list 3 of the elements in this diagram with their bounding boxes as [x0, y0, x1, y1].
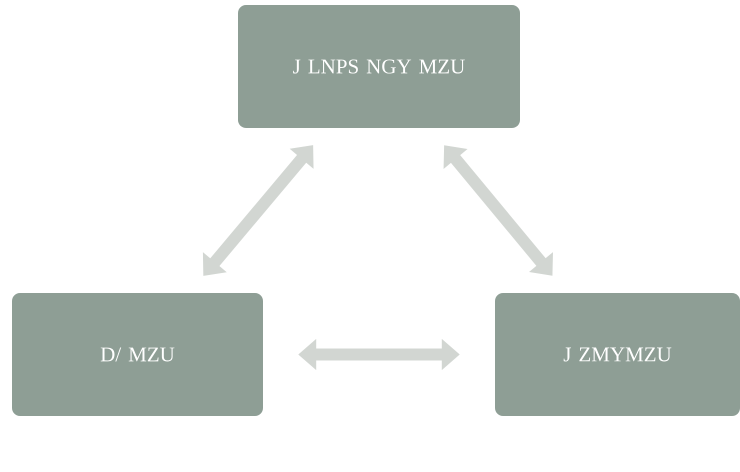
process-box: D/ MZU	[12, 293, 263, 416]
process-box: J LNPS NGY MZU	[238, 5, 520, 128]
process-box: J ZMYMZU	[495, 293, 740, 416]
